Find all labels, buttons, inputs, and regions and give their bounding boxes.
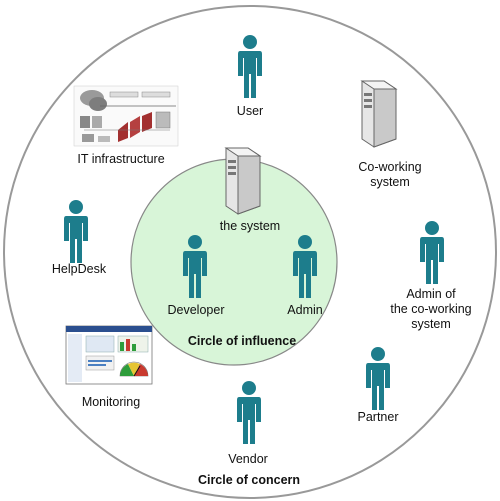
coworking-server-icon	[361, 80, 397, 148]
coworking-system-label: Co-working system	[350, 160, 430, 190]
helpdesk-label: HelpDesk	[51, 262, 107, 276]
monitoring-label: Monitoring	[81, 395, 141, 409]
admin-coworking-label: Admin of the co-working system	[376, 287, 486, 332]
monitoring-image	[65, 325, 153, 385]
admin-coworking-label-line-2: the co-working	[390, 302, 472, 316]
coworking-system-label-line-1: Co-working	[358, 160, 422, 174]
developer-label: Developer	[167, 303, 225, 317]
the-system-label: the system	[219, 219, 281, 233]
circle-of-concern-label: Circle of concern	[197, 473, 301, 487]
it-infrastructure-label: IT infrastructure	[77, 152, 165, 166]
partner-label: Partner	[357, 410, 399, 424]
system-server-icon	[225, 147, 261, 215]
it-infrastructure-image	[73, 85, 179, 147]
coworking-system-label-line-2: system	[370, 175, 410, 189]
user-label: User	[236, 104, 264, 118]
vendor-label: Vendor	[228, 452, 268, 466]
admin-coworking-label-line-3: system	[411, 317, 451, 331]
circle-of-influence-label: Circle of influence	[187, 334, 297, 348]
admin-label: Admin	[287, 303, 323, 317]
admin-coworking-label-line-1: Admin of	[406, 287, 456, 301]
